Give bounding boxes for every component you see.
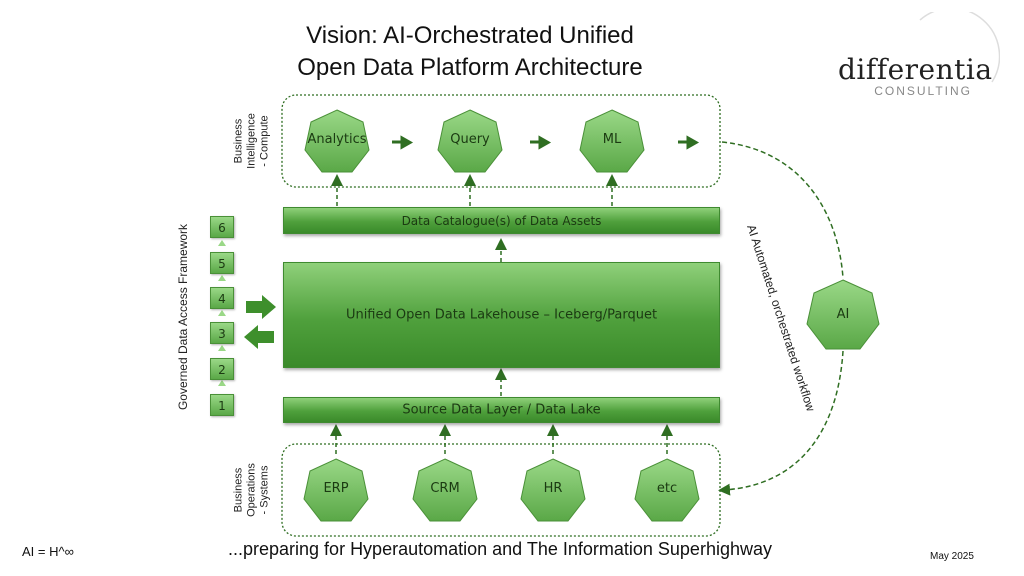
operations-group-box [281, 443, 721, 537]
etc-node-shape [634, 458, 700, 522]
title-line-1: Vision: AI-Orchestrated Unified [306, 22, 634, 49]
page-title: Vision: AI-Orchestrated Unified Open Dat… [250, 20, 690, 84]
framework-label: Governed Data Access Framework [176, 223, 190, 411]
step-connector-3 [218, 310, 226, 316]
crm-node: CRM [430, 481, 460, 496]
compute-label-line-3: - Compute [258, 115, 271, 167]
footer-tagline: ...preparing for Hyperautomation and The… [228, 539, 772, 559]
compute-label-line-1: Business [232, 118, 245, 164]
date-label: May 2025 [930, 551, 974, 562]
data-catalogue-label: Data Catalogue(s) of Data Assets [401, 213, 602, 228]
framework-step-2: 2 [210, 358, 234, 380]
arrow-right-block [246, 295, 276, 319]
step-connector-1 [218, 380, 226, 386]
analytics-node-shape [304, 109, 370, 173]
crm-node-shape [412, 458, 478, 522]
logo-arc [919, 12, 1000, 83]
flow-arrow-2 [530, 135, 552, 150]
ai-node-shape [806, 279, 880, 350]
erp-node-shape [303, 458, 369, 522]
ml-node: ML [602, 132, 622, 147]
ai-node: AI [836, 307, 850, 322]
hr-node: HR [543, 481, 563, 496]
title-line-2: Open Data Platform Architecture [297, 54, 643, 81]
source-data-label: Source Data Layer / Data Lake [402, 402, 601, 418]
arrow-left-block [244, 325, 274, 349]
step-connector-5 [218, 240, 226, 246]
framework-step-1: 1 [210, 394, 234, 416]
operations-label-line-2: Operations [245, 463, 258, 517]
lakehouse-label: Unified Open Data Lakehouse – Iceberg/Pa… [345, 307, 658, 323]
hr-node-shape [520, 458, 586, 522]
source-data-bar: Source Data Layer / Data Lake [283, 397, 720, 423]
data-catalogue-bar: Data Catalogue(s) of Data Assets [283, 207, 720, 234]
framework-step-4: 4 [210, 287, 234, 309]
framework-step-3: 3 [210, 322, 234, 344]
operations-label-line-1: Business [232, 467, 245, 513]
operations-label-line-3: - Systems [258, 465, 271, 515]
logo-name: differentia [838, 53, 993, 86]
flow-arrow-3 [678, 135, 700, 150]
query-node-shape [437, 109, 503, 173]
ai-workflow-curve-top [721, 141, 844, 279]
ml-node-shape [579, 109, 645, 173]
erp-node: ERP [323, 481, 349, 496]
compute-group-box [281, 94, 721, 188]
lakehouse-block: Unified Open Data Lakehouse – Iceberg/Pa… [283, 262, 720, 368]
framework-step-6: 6 [210, 216, 234, 238]
query-node: Query [450, 132, 490, 147]
analytics-node: Analytics [307, 132, 367, 147]
compute-label-line-2: Intelligence [245, 113, 258, 169]
ai-equation: AI = H^∞ [22, 544, 74, 559]
logo-subtitle: CONSULTING [874, 84, 972, 98]
etc-node: etc [656, 481, 678, 496]
step-connector-4 [218, 275, 226, 281]
framework-step-5: 5 [210, 252, 234, 274]
ai-workflow-curve-bottom [718, 350, 844, 496]
step-connector-2 [218, 345, 226, 351]
flow-arrow-1 [392, 135, 414, 150]
